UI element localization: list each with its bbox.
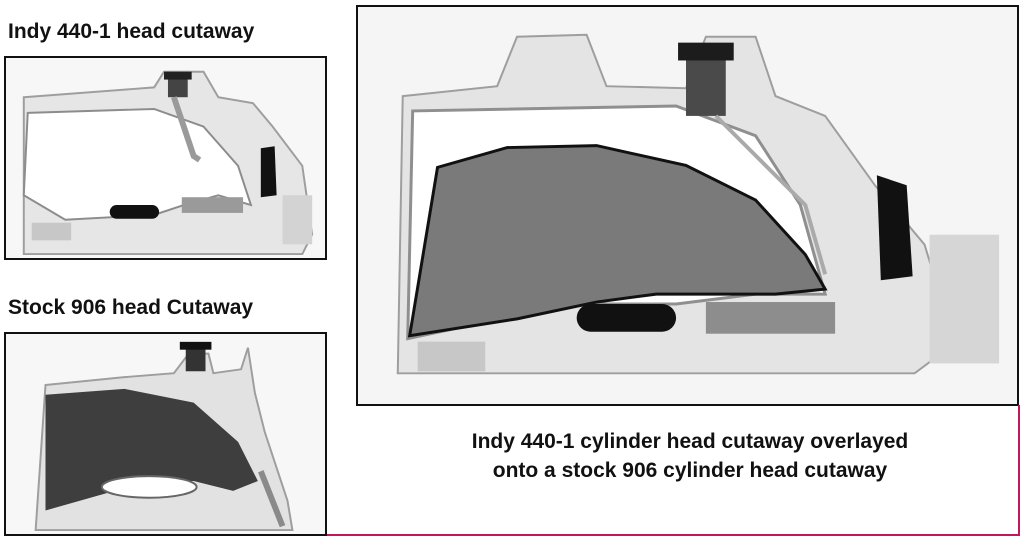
stock-head-cutaway-image [4, 332, 327, 536]
accent-line-vertical [1018, 405, 1020, 536]
overlay-caption-line-2: onto a stock 906 cylinder head cutaway [492, 459, 888, 482]
overlay-cutaway-image [356, 5, 1019, 406]
overlay-cutaway-drawing [358, 7, 1017, 404]
indy-head-cutaway-image [4, 56, 327, 260]
indy-head-title: Indy 440-1 head cutaway [8, 20, 255, 43]
indy-head-cutaway-drawing [6, 58, 325, 258]
stock-head-title: Stock 906 head Cutaway [8, 296, 254, 319]
stock-head-cutaway-drawing [6, 334, 325, 534]
accent-line-horizontal [327, 534, 1020, 536]
overlay-caption-line-1: Indy 440-1 cylinder head cutaway overlay… [471, 430, 909, 453]
overlay-caption: Indy 440-1 cylinder head cutaway overlay… [360, 427, 1020, 485]
